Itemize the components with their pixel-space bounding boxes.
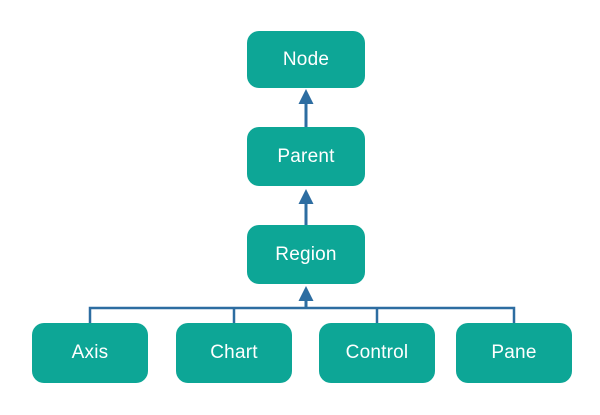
diagram-node-region: Region — [247, 225, 365, 284]
diagram-node-parent: Parent — [247, 127, 365, 186]
edge-region-to-parent — [298, 189, 314, 226]
node-label: Control — [345, 342, 409, 363]
diagram-node-control: Control — [319, 323, 435, 383]
diagram-node-pane: Pane — [456, 323, 572, 383]
node-label: Parent — [277, 145, 335, 167]
node-label: Chart — [210, 342, 258, 363]
children-bus-connector — [88, 306, 516, 324]
arrowhead-up-icon — [298, 89, 314, 104]
diagram-node-axis: Axis — [32, 323, 148, 383]
edge-parent-to-node — [298, 89, 314, 128]
diagram-node-node: Node — [247, 31, 365, 88]
edge-children-to-region — [298, 286, 314, 308]
node-label: Axis — [71, 342, 109, 363]
node-label: Pane — [491, 342, 537, 363]
node-label: Node — [282, 48, 330, 70]
arrowhead-up-icon — [298, 189, 314, 204]
arrowhead-up-icon — [298, 286, 314, 301]
node-label: Region — [275, 243, 337, 265]
diagram-node-chart: Chart — [176, 323, 292, 383]
